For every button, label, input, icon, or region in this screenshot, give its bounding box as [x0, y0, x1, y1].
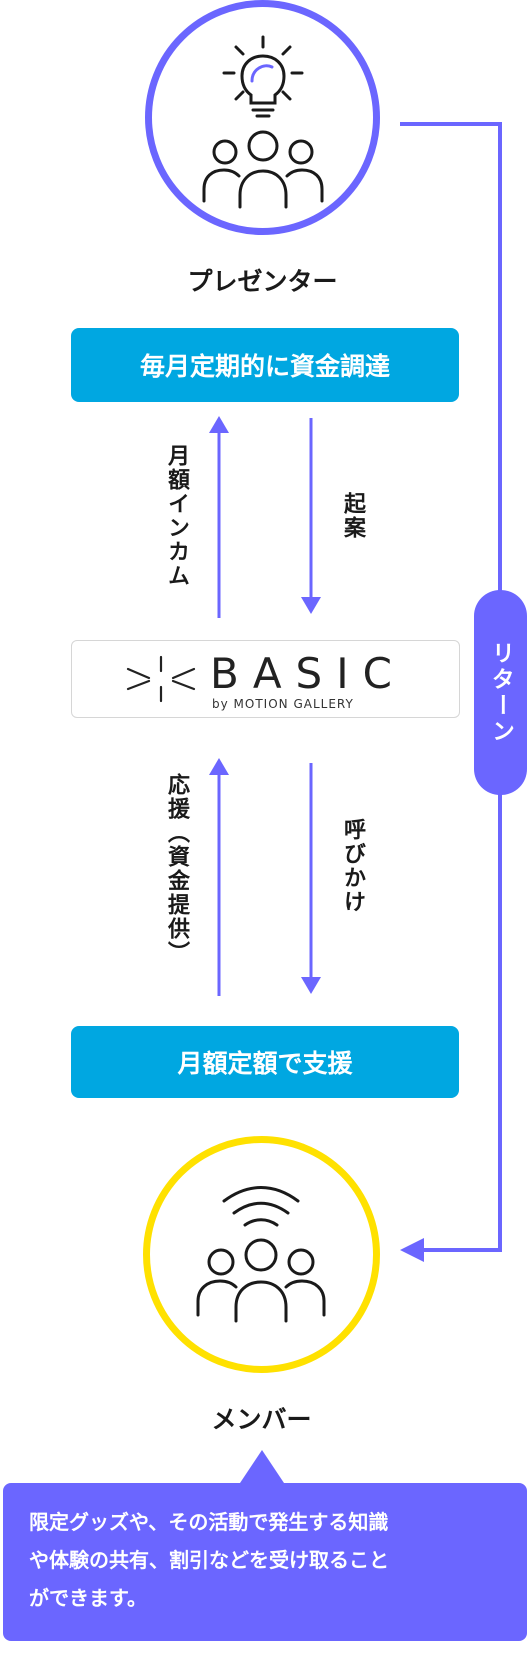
lightbulb-people-icon	[202, 35, 324, 209]
call-arrowhead	[301, 977, 321, 994]
proposal-arrowhead	[301, 597, 321, 614]
basic-subtitle: by MOTION GALLERY	[212, 697, 354, 711]
funding-box-label: 毎月定期的に資金調達	[139, 352, 390, 381]
member-label: メンバー	[211, 1405, 312, 1434]
call-label: 呼びかけ	[340, 818, 365, 914]
basic-logo-box: BASIC by MOTION GALLERY	[71, 640, 460, 718]
bubble-line-1: 限定グッズや、その活動で発生する知識	[29, 1510, 389, 1534]
signal-people-icon	[196, 1186, 326, 1323]
presenter-circle	[145, 0, 380, 235]
return-pill: リターン	[474, 590, 527, 795]
presenter-label: プレゼンター	[187, 267, 338, 296]
return-arrowhead	[400, 1238, 424, 1262]
info-bubble: 限定グッズや、その活動で発生する知識 や体験の共有、割引などを受け取ること がで…	[3, 1483, 527, 1641]
proposal-label: 起案	[340, 492, 365, 540]
income-arrowhead	[209, 416, 229, 433]
bubble-tail	[238, 1450, 286, 1486]
monthly-income-label: 月額インカム	[164, 444, 189, 588]
support-arrowhead	[209, 758, 229, 775]
bubble-line-3: ができます。	[29, 1586, 147, 1610]
bubble-line-2: や体験の共有、割引などを受け取ること	[29, 1548, 389, 1572]
basic-logo-icon	[126, 655, 196, 703]
member-circle	[143, 1136, 380, 1373]
funding-box: 毎月定期的に資金調達	[71, 328, 459, 402]
support-funding-label: 応援（資金提供）	[164, 773, 189, 965]
return-pill-label: リターン	[487, 640, 514, 745]
support-box: 月額定額で支援	[71, 1026, 459, 1098]
basic-wordmark: BASIC	[210, 649, 406, 698]
support-box-label: 月額定額で支援	[177, 1049, 353, 1078]
